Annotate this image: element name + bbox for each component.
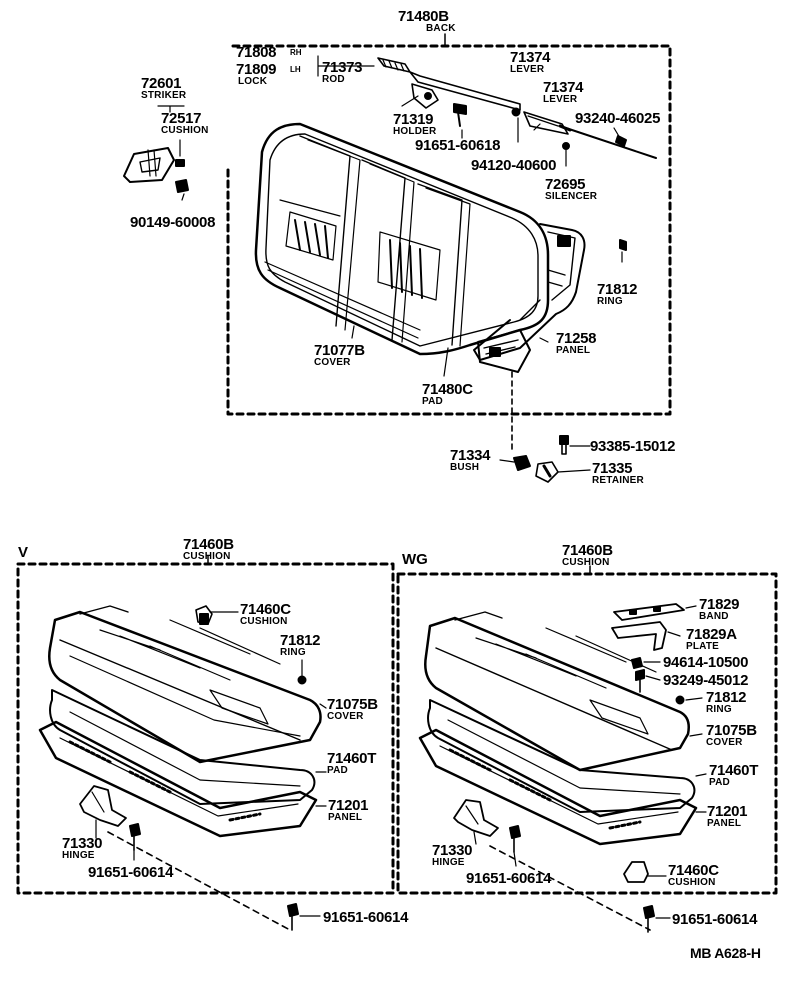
diagram-code: MB A628-H	[690, 945, 761, 961]
wg-panel-number: 71201	[707, 803, 748, 820]
rod-name: ROD	[322, 74, 345, 85]
lever-1-number: 71374	[510, 49, 551, 66]
v-pad-name: PAD	[327, 765, 348, 776]
v-hinge-bolt-number: 91651-60614	[88, 864, 174, 881]
lock-name: LOCK	[238, 76, 268, 87]
wg-cushion-part-number: 71460B	[562, 542, 613, 559]
v-group-border	[16, 562, 395, 895]
lock-rh-tag: RH	[290, 48, 302, 57]
silencer-name: SILENCER	[545, 191, 598, 202]
back-part-name: BACK	[426, 23, 456, 34]
screw-93385-number: 93385-15012	[590, 438, 676, 455]
lever-1-name: LEVER	[510, 64, 545, 75]
washer-number: 94120-40600	[471, 157, 557, 174]
bush-number: 71334	[450, 447, 491, 464]
v-ring-number: 71812	[280, 632, 321, 649]
wg-cushion-c-number: 71460C	[668, 862, 719, 879]
v-cover-name: COVER	[327, 711, 364, 722]
holder-number: 71319	[393, 111, 434, 128]
v-cushion-c-number: 71460C	[240, 601, 291, 618]
wg-plate-number: 71829A	[686, 626, 737, 643]
wg-group-border	[396, 572, 778, 895]
lock-lh-number: 71809	[236, 61, 277, 78]
v-cushion-c-name: CUSHION	[240, 616, 288, 627]
wg-ring-number: 71812	[706, 689, 747, 706]
wg-cushion-part-name: CUSHION	[562, 557, 610, 568]
v-cushion-part-name: CUSHION	[183, 551, 231, 562]
v-hinge-number: 71330	[62, 835, 103, 852]
v-hinge-name: HINGE	[62, 850, 95, 861]
v-panel-number: 71201	[328, 797, 369, 814]
back-seat-illustration	[254, 122, 586, 373]
nut-91651-60618-number: 91651-60618	[415, 137, 501, 154]
striker-name: STRIKER	[141, 90, 187, 101]
v-ring-name: RING	[280, 647, 306, 658]
wg-pad-number: 71460T	[709, 762, 759, 779]
bush-name: BUSH	[450, 462, 480, 473]
back-part-number: 71480B	[398, 8, 449, 25]
wg-hinge-number: 71330	[432, 842, 473, 859]
v-outer-bolt-number: 91651-60614	[323, 909, 409, 926]
striker-illustration	[123, 105, 189, 201]
wg-panel-name: PANEL	[707, 818, 742, 829]
v-cushion-illustration	[38, 605, 322, 931]
wg-hinge-bolt-number: 91651-60614	[466, 870, 552, 887]
back-group-border	[226, 44, 672, 416]
wg-screw-number: 93249-45012	[663, 672, 749, 689]
striker-cushion-number: 72517	[161, 110, 202, 127]
back-pad-name: PAD	[422, 396, 443, 407]
wg-nut-number: 94614-10500	[663, 654, 749, 671]
back-cover-name: COVER	[314, 357, 351, 368]
striker-cushion-name: CUSHION	[161, 125, 209, 136]
wg-hinge-name: HINGE	[432, 857, 465, 868]
back-ring-name: RING	[597, 296, 623, 307]
wg-pad-name: PAD	[709, 777, 730, 788]
wg-ring-name: RING	[706, 704, 732, 715]
lever-2-number: 71374	[543, 79, 584, 96]
v-pad-number: 71460T	[327, 750, 377, 767]
striker-number: 72601	[141, 75, 182, 92]
v-cover-number: 71075B	[327, 696, 378, 713]
wg-cushion-c-name: CUSHION	[668, 877, 716, 888]
back-panel-number: 71258	[556, 330, 597, 347]
wg-band-name: BAND	[699, 611, 729, 622]
v-section-tag: V	[18, 544, 29, 561]
wg-outer-bolt-number: 91651-60614	[672, 911, 758, 928]
back-mechanism-parts	[377, 57, 657, 251]
striker-bolt-number: 90149-60008	[130, 214, 216, 231]
back-pad-number: 71480C	[422, 381, 473, 398]
wg-cover-name: COVER	[706, 737, 743, 748]
retainer-name: RETAINER	[592, 475, 644, 486]
retainer-number: 71335	[592, 460, 633, 477]
silencer-number: 72695	[545, 176, 586, 193]
back-bottom-parts	[499, 435, 591, 483]
lock-lh-tag: LH	[290, 65, 301, 74]
wg-cover-number: 71075B	[706, 722, 757, 739]
bolt-93240-number: 93240-46025	[575, 110, 661, 127]
back-panel-name: PANEL	[556, 345, 591, 356]
back-cover-number: 71077B	[314, 342, 365, 359]
wg-plate-name: PLATE	[686, 641, 720, 652]
holder-name: HOLDER	[393, 126, 437, 137]
wg-section-tag: WG	[402, 551, 428, 568]
lock-rh-number: 71808	[236, 44, 277, 61]
wg-cushion-illustration	[418, 603, 698, 933]
v-panel-name: PANEL	[328, 812, 363, 823]
rod-number: 71373	[322, 59, 363, 76]
back-ring-number: 71812	[597, 281, 638, 298]
lever-2-name: LEVER	[543, 94, 578, 105]
v-cushion-part-number: 71460B	[183, 536, 234, 553]
wg-band-number: 71829	[699, 596, 740, 613]
